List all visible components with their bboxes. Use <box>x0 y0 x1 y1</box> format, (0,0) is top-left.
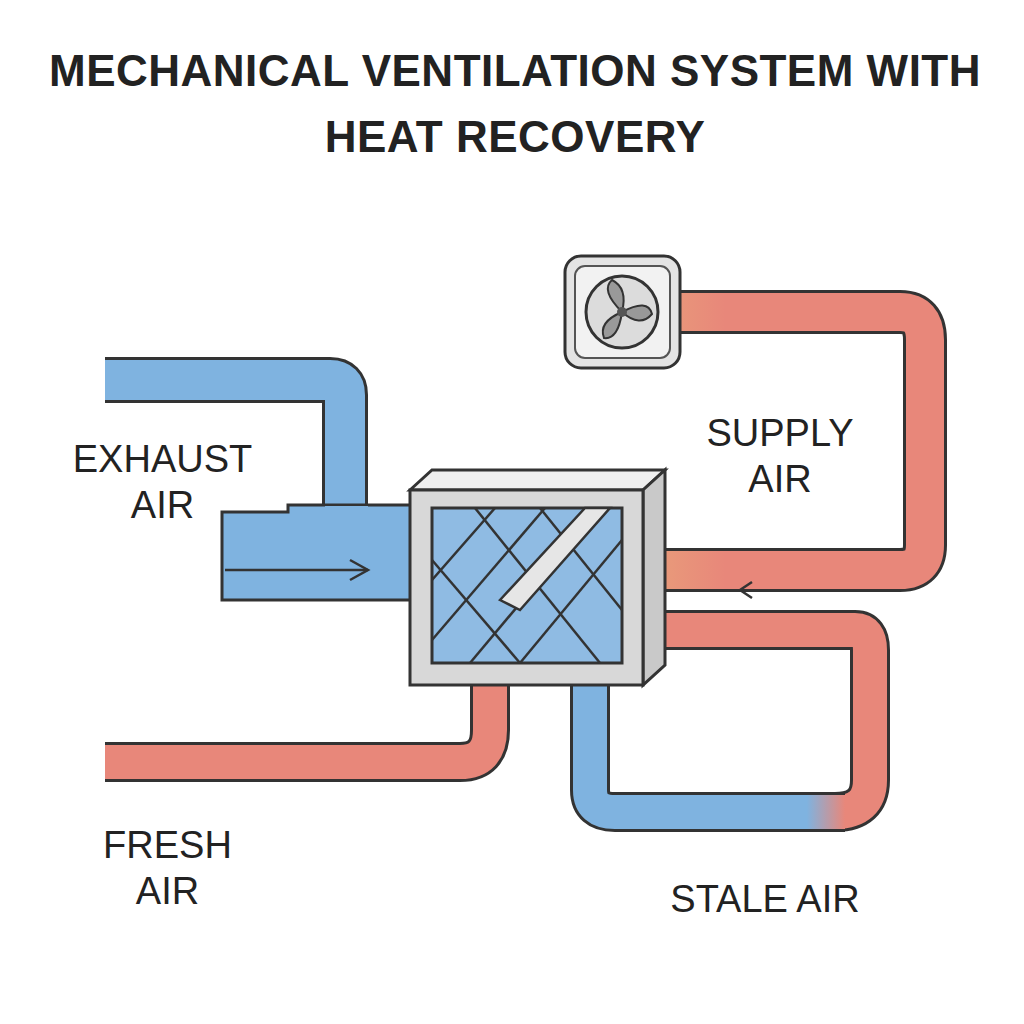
supply-duct <box>640 312 925 598</box>
flow-label: EXHAUST AIR <box>55 436 270 528</box>
flow-label: SUPPLY AIR <box>690 410 870 502</box>
flow-label: FRESH AIR <box>75 822 260 914</box>
heat-exchanger <box>410 470 665 685</box>
return-duct <box>640 630 870 812</box>
fresh-air-duct <box>105 680 490 762</box>
diagram-title: MECHANICAL VENTILATION SYSTEM WITH HEAT … <box>40 38 990 170</box>
stale-air-duct <box>590 680 845 812</box>
fan-unit <box>565 256 680 368</box>
flow-label: STALE AIR <box>630 876 900 922</box>
